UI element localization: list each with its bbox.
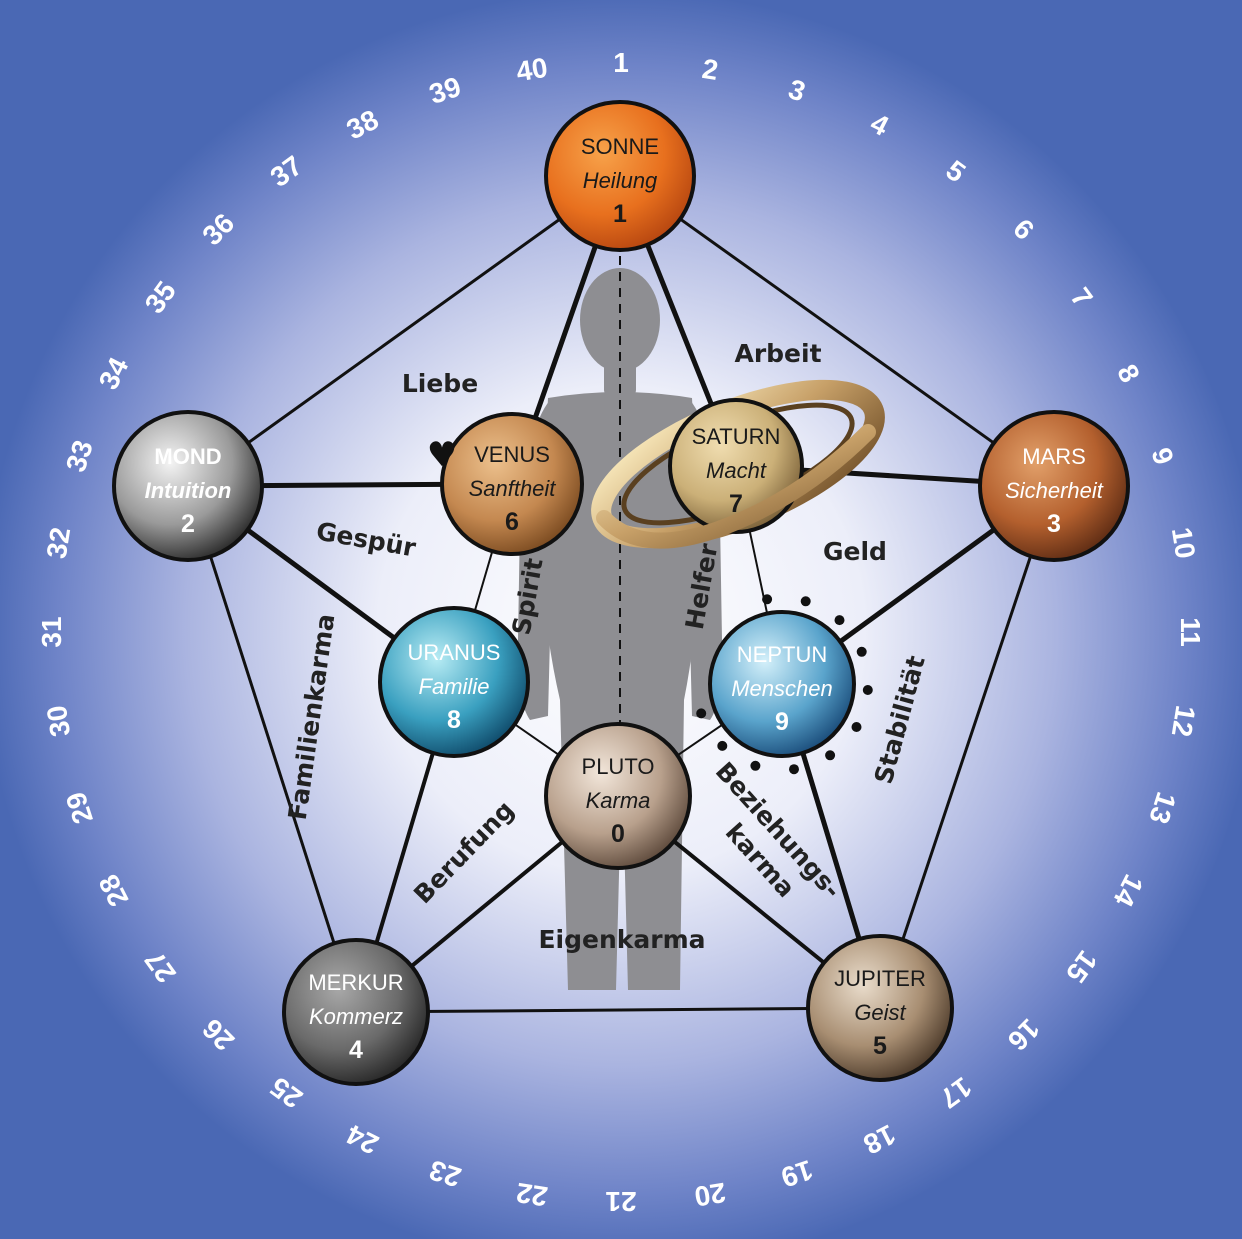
planet-number: 9 (775, 708, 789, 736)
planet-number: 1 (613, 200, 627, 228)
dot (834, 615, 845, 626)
planet-jupiter: JUPITER Geist 5 (806, 934, 954, 1082)
connection-line (186, 174, 622, 488)
planet-name: MARS (1022, 444, 1086, 469)
zone-liebe: Liebe (402, 369, 478, 398)
planet-keyword: Intuition (145, 478, 232, 503)
ring-number: 21 (605, 1186, 636, 1217)
dot (862, 685, 873, 695)
dot (789, 764, 799, 775)
planet-name: SONNE (581, 134, 659, 159)
dot (717, 740, 728, 751)
ring-number: 32 (41, 525, 76, 561)
connection-line (186, 484, 358, 1014)
planet-keyword: Sanftheit (469, 476, 557, 501)
planet-number: 0 (611, 820, 625, 848)
ring-number: 31 (36, 616, 67, 647)
planet-neptun-disc (708, 610, 856, 758)
planet-jupiter-disc (806, 934, 954, 1082)
ring-number: 2 (700, 53, 720, 86)
planet-name: NEPTUN (737, 642, 827, 667)
planet-keyword: Heilung (583, 168, 658, 193)
planet-pluto-disc (544, 722, 692, 870)
planet-number: 2 (181, 510, 195, 538)
dot (762, 594, 773, 605)
planet-name: URANUS (408, 640, 501, 665)
planet-number: 8 (447, 706, 461, 734)
connection-line (878, 484, 1056, 1010)
ring-number: 10 (1166, 525, 1201, 561)
ring-number: 30 (41, 703, 76, 739)
planet-merkur: MERKUR Kommerz 4 (282, 938, 430, 1086)
dot (696, 708, 707, 719)
connection-line (354, 1006, 882, 1014)
planet-mond: MOND Intuition 2 (112, 410, 264, 562)
planet-mond-disc (112, 410, 264, 562)
planet-name: MOND (154, 444, 221, 469)
planet-venus-disc (440, 412, 584, 556)
heart-icon: ♥ (427, 435, 457, 475)
planet-name: MERKUR (308, 970, 403, 995)
ring-number: 12 (1166, 703, 1201, 739)
planet-keyword: Macht (706, 458, 767, 483)
planet-uranus: URANUS Familie 8 (378, 606, 530, 758)
planet-sonne: SONNE Heilung 1 (544, 100, 696, 252)
neptun-dots (696, 594, 873, 775)
planet-saturn: SATURN Macht 7 (668, 398, 804, 534)
planet-number: 7 (729, 490, 743, 518)
planet-number: 5 (873, 1032, 887, 1060)
zone-geld: Geld (823, 537, 887, 566)
planet-mars-disc (978, 410, 1130, 562)
planet-number: 6 (505, 508, 519, 536)
zone-arbeit: Arbeit (734, 339, 821, 368)
dot (856, 646, 867, 657)
planet-merkur-disc (282, 938, 430, 1086)
ring-number: 11 (1175, 617, 1206, 647)
planet-keyword: Karma (586, 788, 651, 813)
dot (800, 596, 811, 607)
planet-neptun: NEPTUN Menschen 9 (708, 610, 856, 758)
planet-venus: VENUS Sanftheit 6 (440, 412, 584, 556)
planet-keyword: Sicherheit (1005, 478, 1104, 503)
dot (851, 722, 862, 732)
planet-name: JUPITER (834, 966, 926, 991)
planet-pluto: PLUTO Karma 0 (544, 722, 692, 870)
planet-keyword: Familie (419, 674, 490, 699)
planet-name: PLUTO (582, 754, 655, 779)
dot (750, 760, 761, 771)
planet-number: 4 (349, 1036, 363, 1064)
planet-name: VENUS (474, 442, 550, 467)
ring-number: 1 (613, 47, 629, 78)
ring-number: 22 (514, 1177, 550, 1212)
planet-keyword: Kommerz (309, 1004, 403, 1029)
planet-mars: MARS Sicherheit 3 (978, 410, 1130, 562)
planet-keyword: Geist (854, 1000, 906, 1025)
planet-keyword: Menschen (731, 676, 833, 701)
planet-number: 3 (1047, 510, 1061, 538)
planet-sonne-disc (544, 100, 696, 252)
ring-number: 40 (514, 52, 550, 87)
planet-name: SATURN (692, 424, 781, 449)
planet-uranus-disc (378, 606, 530, 758)
connection-line (618, 174, 1056, 488)
ring-number: 20 (692, 1177, 728, 1212)
zone-eigenkarma: Eigenkarma (538, 925, 705, 954)
dot (825, 750, 836, 761)
saturn-ring-front (596, 424, 876, 549)
